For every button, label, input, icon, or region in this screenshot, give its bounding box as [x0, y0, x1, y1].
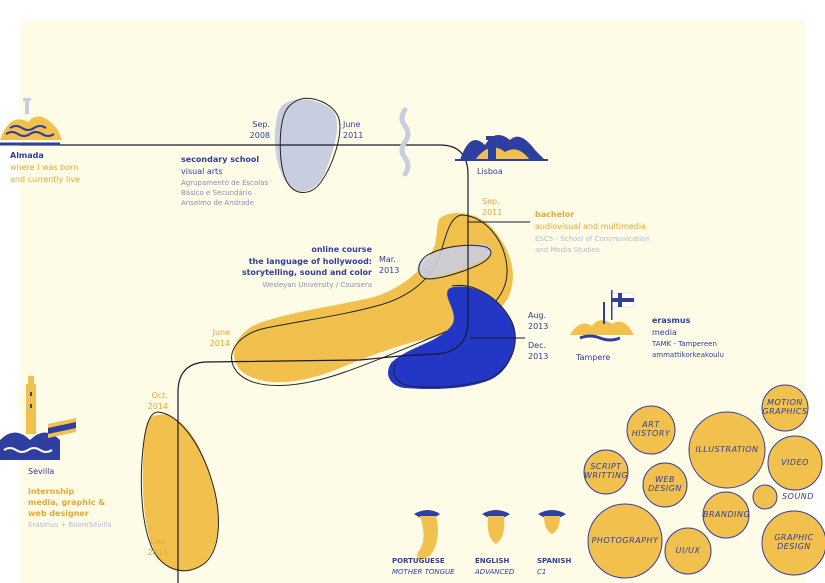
erasmus-inst-1: TAMK - Tampereen: [652, 340, 717, 348]
bachelor-inst-2: and Media Studies: [535, 246, 600, 254]
online-inst: Wesleyan University / Coursera: [262, 281, 372, 289]
portuguese-tongue-icon: [414, 510, 440, 560]
internship-inst: Erasmus + BoomSevilla: [28, 521, 112, 529]
online-date-year: 2013: [379, 266, 400, 275]
erasmus-start-year: 2013: [528, 322, 549, 331]
secondary-school-outline: [279, 97, 341, 193]
skill-script-writing: SCRIPT WRITTING: [584, 462, 629, 481]
erasmus-end-month: Dec.: [528, 341, 547, 350]
bubble-branding: [702, 491, 750, 539]
secondary-inst-1: Agrupamento de Escolas: [181, 179, 269, 187]
skill-illustration: ILLUSTRATION: [695, 445, 759, 454]
secondary-subtitle: visual arts: [181, 167, 223, 176]
steam-icon: [399, 107, 411, 177]
almada-label: Almada: [10, 151, 44, 160]
internship-start-month: Oct.: [151, 391, 168, 400]
bubble-script-writing: [583, 449, 629, 495]
almada-icon: [0, 98, 62, 146]
tampere-label: Tampere: [576, 353, 611, 362]
bachelor-end-year: 2014: [209, 339, 230, 348]
secondary-start-year: 2008: [249, 131, 270, 140]
bachelor-subtitle: audiovisual and multimedia: [535, 222, 646, 231]
secondary-start-month: Sep.: [252, 120, 270, 129]
bachelor-title: bachelor: [535, 210, 575, 219]
skill-motion-graphics: MOTION GRAPHICS: [762, 398, 808, 417]
skill-web-design: WEB DESIGN: [648, 475, 682, 494]
language-english-name: ENGLISH: [475, 557, 510, 565]
bachelor-start-month: Sep.: [482, 197, 500, 206]
language-spanish-level: C1: [537, 568, 547, 576]
erasmus-inst-2: ammattikorkeakoulu: [652, 351, 724, 359]
language-portuguese-name: PORTUGUESE: [392, 557, 445, 565]
online-date-month: Mar.: [379, 255, 396, 264]
skill-photography: PHOTOGRAPHY: [591, 536, 659, 545]
sevilla-label: Sevilla: [28, 467, 55, 476]
skill-branding: BRANDING: [703, 510, 751, 519]
erasmus-title: erasmus: [652, 316, 691, 325]
lisboa-icon: [455, 135, 548, 161]
almada-desc-1: where I was born: [10, 163, 79, 172]
internship-blob: [142, 414, 219, 572]
lisboa-label: Lisboa: [477, 167, 503, 176]
bachelor-inst-1: ESCS - School of Communication: [535, 235, 650, 243]
bachelor-outline: [231, 214, 508, 387]
skill-video: VIDEO: [781, 458, 809, 467]
english-tongue-icon: [482, 510, 510, 544]
bubble-video: [767, 435, 823, 491]
internship-end-month: Dec.: [149, 537, 168, 546]
online-line-1: the language of hollywood:: [248, 257, 372, 266]
online-course-outline: [418, 244, 492, 280]
bachelor-end-month: June: [212, 328, 230, 337]
bubble-ui-ux: [664, 527, 712, 575]
language-spanish-name: SPANISH: [537, 557, 572, 565]
secondary-end-month: June: [343, 120, 361, 129]
bubble-graphic-design: [761, 510, 825, 576]
erasmus-start-month: Aug.: [528, 311, 547, 320]
internship-title-2: media, graphic &: [28, 498, 106, 507]
timeline-branch: [468, 221, 530, 339]
language-portuguese-level: MOTHER TONGUE: [392, 568, 455, 576]
skill-sound: SOUND: [782, 492, 814, 501]
internship-end-year: 2014: [147, 548, 168, 557]
skill-graphic-design: GRAPHIC DESIGN: [774, 533, 814, 552]
bubble-web-design: [642, 462, 688, 508]
language-english-level: ADVANCED: [475, 568, 515, 576]
erasmus-blob: [388, 286, 516, 390]
skill-art-history: ART HISTORY: [631, 420, 671, 439]
skill-ui-ux: UI/UX: [675, 546, 701, 555]
bubble-illustration: [688, 411, 766, 489]
skill-bubbles: [583, 384, 825, 579]
secondary-title: secondary school: [181, 155, 260, 164]
bubble-motion-graphics: [761, 384, 809, 432]
internship-title-3: web designer: [28, 509, 89, 518]
internship-start-year: 2014: [147, 402, 168, 411]
bachelor-start-year: 2011: [482, 208, 503, 217]
bubble-sound: [752, 484, 778, 510]
almada-desc-2: and currently live: [10, 175, 81, 184]
bubble-photography: [587, 503, 663, 579]
online-line-2: storytelling, sound and color: [241, 268, 372, 277]
sevilla-icon: [0, 376, 76, 460]
erasmus-outline: [393, 284, 516, 388]
spanish-tongue-icon: [538, 510, 566, 534]
secondary-inst-3: Anselmo de Andrade: [181, 199, 255, 207]
erasmus-subtitle: media: [652, 328, 677, 337]
online-title: online course: [311, 245, 372, 254]
internship-title-1: internship: [28, 487, 75, 496]
online-course-blob: [417, 244, 492, 279]
internship-outline: [140, 411, 219, 572]
secondary-inst-2: Básico e Secundário: [181, 189, 252, 197]
tampere-icon: [570, 290, 635, 342]
bubble-art-history: [626, 405, 676, 455]
secondary-end-year: 2011: [343, 131, 364, 140]
erasmus-end-year: 2013: [528, 352, 549, 361]
